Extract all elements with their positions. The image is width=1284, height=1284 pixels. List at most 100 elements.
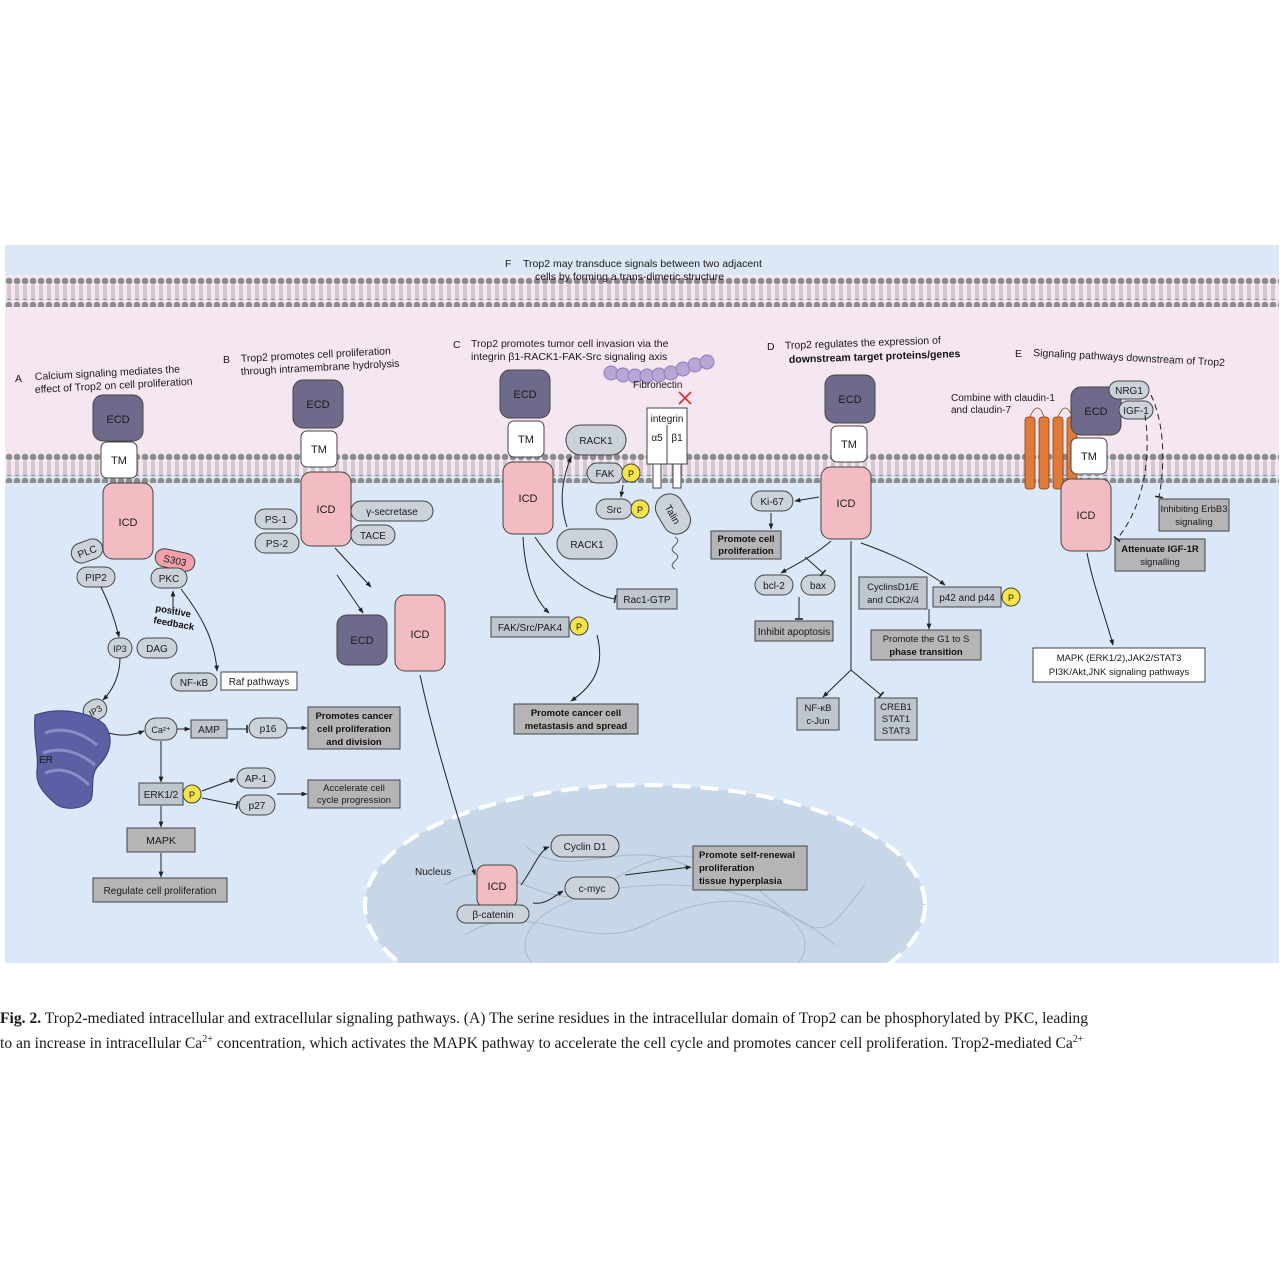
svg-text:NF-κB: NF-κB (180, 678, 209, 689)
svg-text:Promote self-renewal: Promote self-renewal (699, 850, 795, 861)
g1-s-transition-box: Promote the G1 to S phase transition (870, 629, 982, 661)
svg-text:Inhibit apoptosis: Inhibit apoptosis (758, 627, 830, 638)
svg-text:metastasis and spread: metastasis and spread (525, 721, 628, 732)
svg-text:ICD: ICD (519, 493, 538, 505)
svg-text:TM: TM (1081, 451, 1097, 463)
icd-domain (1060, 478, 1112, 552)
cyclin-d1-node: Cyclin D1 (550, 834, 620, 858)
svg-text:ER: ER (39, 755, 53, 766)
nrg1-node: NRG1 (1108, 380, 1150, 400)
endoplasmic-reticulum: ER (34, 710, 111, 809)
svg-text:bax: bax (810, 581, 826, 592)
svg-text:ICD: ICD (411, 629, 430, 641)
svg-text:Promote the G1 to S: Promote the G1 to S (883, 634, 970, 645)
svg-text:FAK/Src/PAK4: FAK/Src/PAK4 (498, 623, 563, 634)
amp-box: AMP (190, 719, 228, 739)
svg-text:and division: and division (326, 737, 382, 748)
svg-text:integrin: integrin (651, 414, 684, 425)
tace-node: TACE (350, 524, 396, 546)
panel-d-title: D Trop2 regulates the expression of down… (767, 335, 961, 366)
bcl2-node: bcl-2 (754, 574, 794, 596)
fak-src-pak4-box: FAK/Src/PAK4 (490, 616, 570, 638)
svg-text:STAT3: STAT3 (882, 726, 910, 737)
svg-text:ECD: ECD (306, 399, 329, 411)
rac1-gtp-box: Rac1-GTP (616, 588, 678, 610)
p42-phospho: P (1001, 587, 1021, 607)
trop2-protein-a: ECD TM ICD (92, 394, 154, 560)
svg-text:γ-secretase: γ-secretase (366, 507, 418, 518)
inhibiting-erbb3-box: Inhibiting ErbB3 signaling (1158, 498, 1230, 532)
svg-text:P: P (628, 469, 634, 479)
trop2-protein-b: ECD TM ICD (292, 379, 352, 547)
svg-text:ICD: ICD (488, 881, 507, 893)
fak-node: FAK (586, 462, 624, 484)
ecd-domain (292, 379, 344, 429)
svg-text:Ca²⁺: Ca²⁺ (151, 725, 171, 735)
svg-text:NRG1: NRG1 (1115, 386, 1143, 397)
svg-text:TM: TM (111, 455, 127, 467)
panel-e-arrows (1086, 394, 1164, 646)
svg-text:bcl-2: bcl-2 (763, 581, 785, 592)
tm-domain (300, 430, 338, 468)
accelerate-cell-cycle-box: Accelerate cell cycle progression (307, 779, 401, 809)
svg-text:Promotes cancer: Promotes cancer (315, 711, 392, 722)
ip3-node: IP3 (107, 637, 133, 659)
svg-text:proliferation: proliferation (718, 546, 774, 557)
s303-node: S303 (154, 548, 196, 572)
icd-domain (502, 461, 554, 535)
rack1-node-bottom: RACK1 (556, 528, 618, 560)
svg-text:P: P (576, 622, 582, 632)
svg-text:ECD: ECD (513, 389, 536, 401)
svg-text:RACK1: RACK1 (579, 436, 613, 447)
svg-text:MAPK (ERK1/2),JAK2/STAT3: MAPK (ERK1/2),JAK2/STAT3 (1057, 653, 1182, 664)
svg-text:signalling: signalling (1140, 557, 1180, 568)
svg-text:PI3K/Akt,JNK signaling pathway: PI3K/Akt,JNK signaling pathways (1049, 667, 1190, 678)
svg-text:A: A (15, 373, 22, 385)
svg-text:ICD: ICD (837, 498, 856, 510)
cmyc-node: c-myc (564, 876, 620, 900)
src-node: Src (595, 498, 633, 520)
tm-domain (830, 425, 868, 463)
svg-text:Regulate cell proliferation: Regulate cell proliferation (104, 886, 217, 897)
cleaved-ecd: ECD (336, 614, 388, 666)
plc-node: PLC (70, 538, 104, 564)
ps1-node: PS-1 (254, 508, 298, 530)
fak-phospho: P (621, 463, 641, 483)
svg-text:Promote cancer cell: Promote cancer cell (531, 708, 621, 719)
svg-text:Raf pathways: Raf pathways (229, 677, 290, 688)
nucleus-label: Nucleus (415, 867, 451, 878)
svg-text:STAT1: STAT1 (882, 714, 910, 725)
ecd-domain (499, 369, 551, 419)
promote-proliferation-box-d: Promote cell proliferation (710, 530, 782, 560)
claudin-label-2: and claudin-7 (951, 405, 1011, 416)
svg-text:Trop2 may transduce signals be: Trop2 may transduce signals between two … (523, 258, 762, 270)
svg-text:ICD: ICD (1077, 510, 1096, 522)
pip2-node: PIP2 (76, 566, 116, 588)
panel-d-arrows (768, 496, 946, 699)
svg-text:signaling: signaling (1175, 517, 1213, 528)
svg-text:ERK1/2: ERK1/2 (144, 790, 179, 801)
promotes-proliferation-box: Promotes cancer cell proliferation and d… (307, 706, 401, 750)
top-background (5, 245, 1279, 275)
svg-text:cycle progression: cycle progression (317, 795, 391, 806)
svg-text:CyclinsD1/E: CyclinsD1/E (867, 582, 919, 593)
creb-stat-box: CREB1 STAT1 STAT3 (874, 697, 918, 741)
trop2-protein-c: ECD TM ICD (499, 369, 554, 535)
cyclins-box: CyclinsD1/E and CDK2/4 (858, 576, 928, 610)
ps2-node: PS-2 (254, 532, 300, 554)
mapk-box: MAPK (126, 827, 196, 853)
svg-text:RACK1: RACK1 (570, 540, 604, 551)
svg-text:Ki-67: Ki-67 (760, 497, 784, 508)
calcium-node: Ca²⁺ (144, 717, 178, 741)
tm-domain (100, 441, 138, 479)
svg-text:c-Jun: c-Jun (806, 716, 829, 727)
pkc-node: PKC (150, 567, 188, 589)
claudin-label: Combine with claudin-1 (951, 393, 1055, 404)
nfkb-cjun-box: NF-κB c-Jun (796, 697, 840, 731)
talin-node: Talin (655, 493, 691, 570)
svg-text:c-myc: c-myc (579, 884, 606, 895)
p42-p44-box: p42 and p44 (932, 586, 1002, 608)
ap1-node: AP-1 (236, 767, 276, 789)
regulate-proliferation-box: Regulate cell proliferation (92, 877, 228, 903)
erk-box: ERK1/2 (138, 782, 184, 806)
